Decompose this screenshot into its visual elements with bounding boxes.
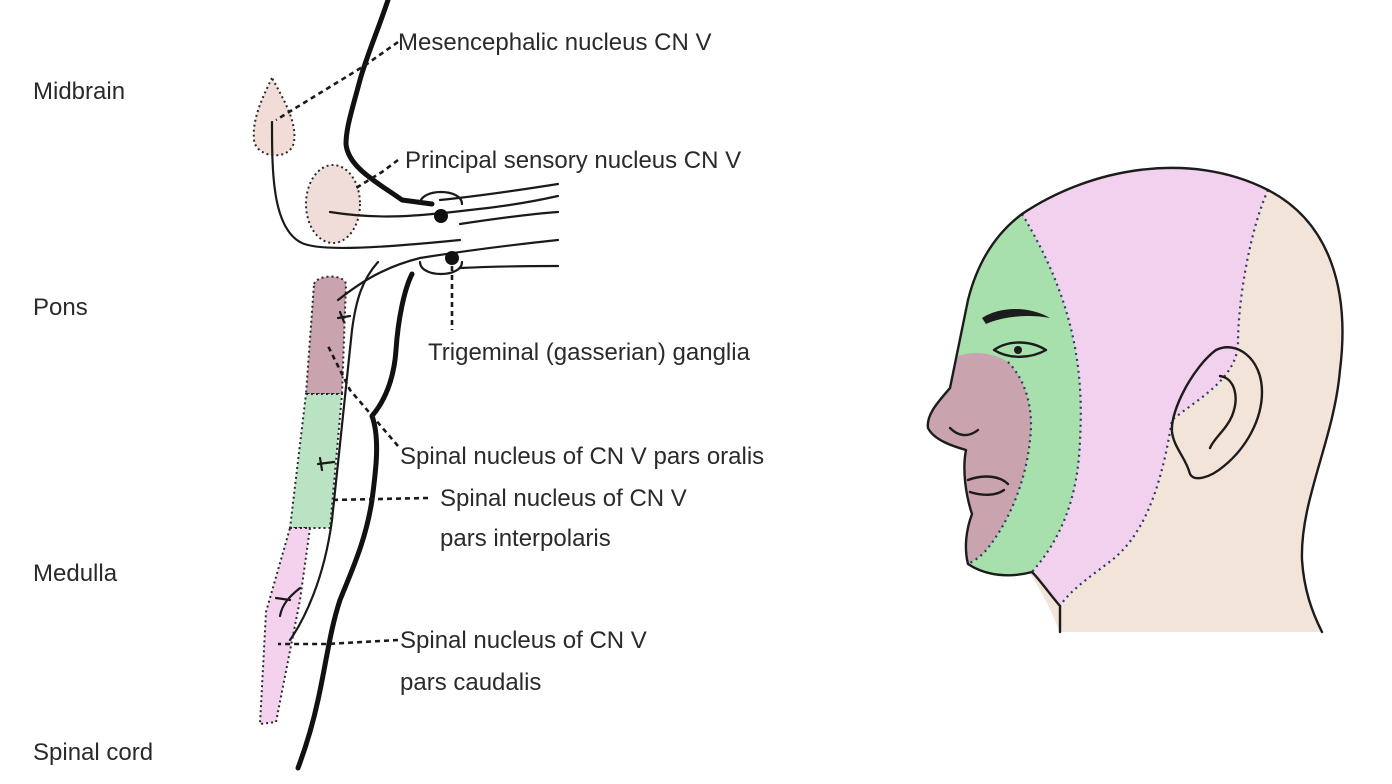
leader-pars-caudalis [278, 638, 399, 646]
principal-sensory-nucleus [305, 164, 361, 244]
sensory-root-fiber-2 [438, 182, 560, 202]
label-pars-oralis: Spinal nucleus of CN V pars oralis [400, 443, 764, 470]
spinal-nucleus-pars-caudalis [258, 527, 312, 726]
face-profile [926, 298, 1062, 634]
spinal-tract-thin [288, 260, 380, 642]
leader-pars-interpolaris [329, 496, 429, 502]
head-illustration [926, 166, 1344, 634]
mesencephalic-tract [343, 0, 435, 207]
leader-mesencephalic [275, 40, 399, 122]
eyebrow [982, 309, 1050, 324]
label-trigeminal-ganglia: Trigeminal (gasserian) ganglia [428, 339, 751, 366]
label-pars-interpolaris-2: pars interpolaris [440, 525, 611, 552]
leader-pars-oralis [326, 345, 399, 447]
label-pars-caudalis-2: pars caudalis [400, 669, 541, 696]
region-label-medulla: Medulla [33, 560, 118, 587]
ganglion-upper-capsule [418, 191, 464, 206]
mouth [966, 475, 1010, 496]
pupil [1014, 346, 1022, 354]
label-pars-caudalis-1: Spinal nucleus of CN V [400, 627, 647, 654]
spinal-tract-thick [295, 271, 415, 771]
label-principal-sensory: Principal sensory nucleus CN V [405, 147, 741, 174]
face-zone-perioral [927, 353, 1032, 564]
region-label-midbrain: Midbrain [33, 78, 125, 105]
terminal-interpolaris [316, 456, 336, 472]
dermatome-border-v1-v2 [1021, 213, 1082, 573]
head-outline [966, 166, 1344, 634]
mesencephalic-nucleus [252, 75, 296, 157]
terminal-caudalis [274, 586, 302, 618]
ear-inner [1208, 374, 1237, 450]
label-pars-interpolaris-1: Spinal nucleus of CN V [440, 485, 687, 512]
region-label-spinal-cord: Spinal cord [33, 739, 153, 766]
mesencephalic-fiber [270, 120, 462, 249]
face-zone-outer [1022, 167, 1268, 606]
eye [992, 341, 1048, 358]
ganglion-lower-capsule [418, 260, 464, 275]
ear [1170, 346, 1264, 480]
label-mesencephalic: Mesencephalic nucleus CN V [398, 29, 712, 56]
terminal-oralis [336, 310, 352, 324]
nostril [948, 426, 980, 437]
sensory-root-lower-2 [458, 264, 560, 270]
sensory-root-fiber-3 [458, 210, 560, 226]
ganglion-cell-lower [445, 251, 459, 265]
leader-principal [355, 158, 399, 190]
spinal-nucleus-pars-oralis [304, 275, 348, 395]
sensory-root-fiber-1 [328, 194, 560, 218]
region-label-pons: Pons [33, 294, 88, 321]
dermatome-border-v2-v3 [967, 361, 1033, 565]
ganglion-cell-upper [434, 209, 448, 223]
sensory-root-lower-1 [336, 238, 560, 302]
